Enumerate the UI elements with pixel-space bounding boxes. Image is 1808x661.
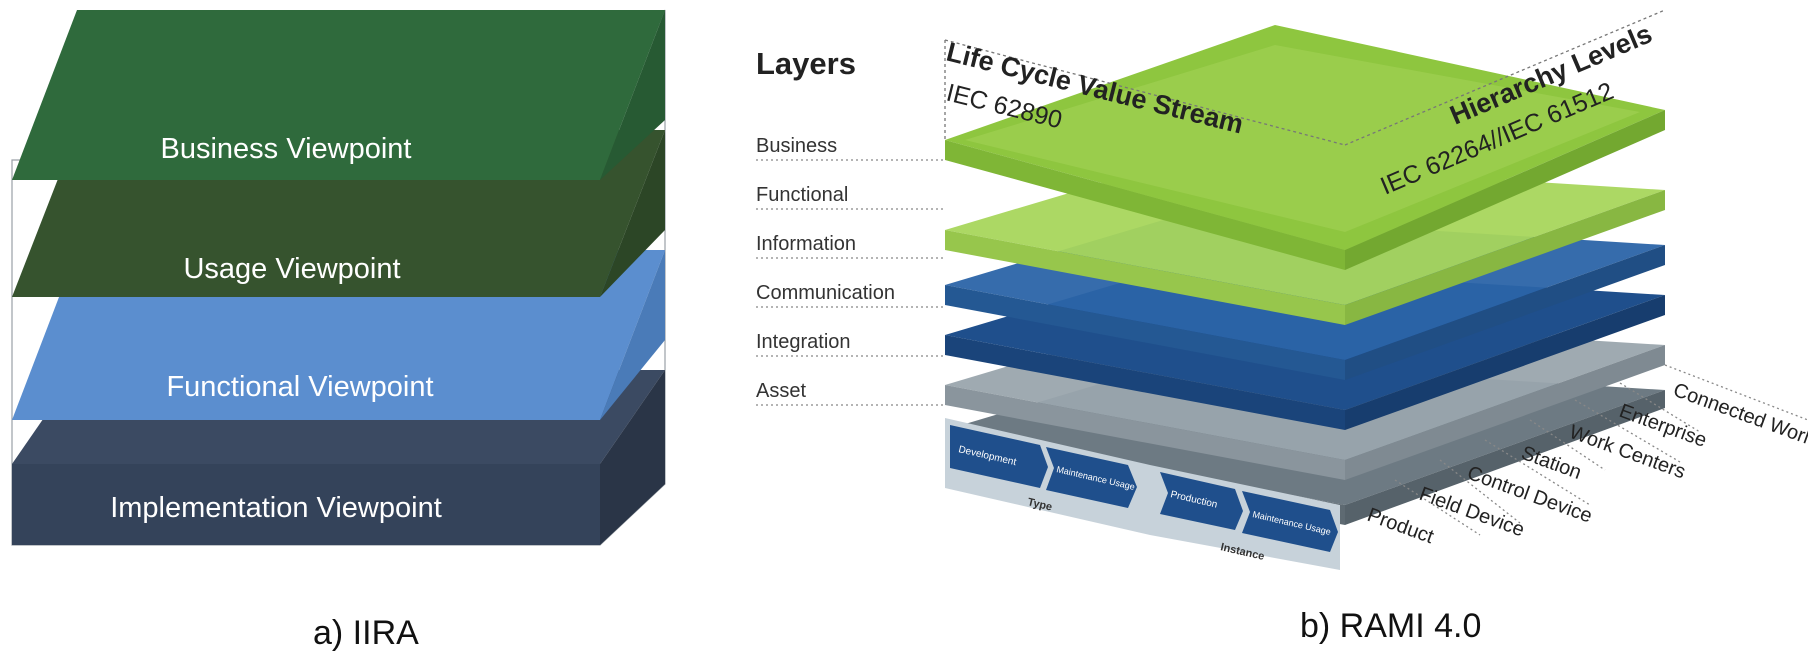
rami-slab-functional-front	[945, 230, 1345, 325]
rami-leader-connected-world	[1664, 364, 1808, 421]
rami-slab-base-right	[1345, 390, 1665, 525]
rami-leader-field-device	[1439, 459, 1521, 524]
rami-leader-station	[1529, 419, 1606, 471]
rami-step-development	[950, 425, 1048, 488]
rami-layer-label-functional: Functional	[756, 184, 848, 206]
rami-slab-functional-right	[1345, 190, 1665, 325]
rami-layer-labels: Business Functional Information Communic…	[756, 135, 895, 402]
rami-step-maintenance-instance	[1242, 491, 1338, 552]
iira-layer-implementation-label: Implementation Viewpoint	[110, 492, 442, 524]
rami-hierarchy-leader-lines	[1394, 364, 1808, 536]
rami-step-maintenance-type	[1046, 447, 1137, 508]
rami-axis-hierarchy	[1344, 9, 1666, 146]
iira-caption: a) IIRA	[313, 614, 419, 652]
rami-slab-communication-front	[945, 335, 1345, 430]
iira-layer-implementation-right	[600, 370, 665, 545]
rami-lifecycle-base: Development Maintenance Usage Production…	[945, 418, 1340, 570]
rami-slab-business-right	[1345, 110, 1665, 270]
rami-layers-title: Layers	[756, 46, 856, 81]
iira-layer-business-right	[600, 10, 665, 180]
iira-layer-usage-right	[600, 130, 665, 297]
rami-step-production	[1160, 472, 1243, 530]
rami-axes	[944, 9, 1666, 146]
rami-slab-communication-right	[1345, 295, 1665, 430]
rami-axis-lifecycle	[944, 39, 1346, 146]
rami-layer-label-integration: Integration	[756, 331, 851, 353]
iira-layer-business-top	[12, 10, 665, 180]
rami-slab-integration-front	[945, 385, 1345, 480]
rami-group-type-label: Type	[1026, 496, 1053, 513]
rami-leader-product	[1394, 479, 1481, 536]
rami-layer-label-asset: Asset	[756, 380, 806, 402]
rami-leader-control-device	[1484, 439, 1591, 506]
iira-layer-functional-right	[600, 250, 665, 420]
iira-layer-business: Business Viewpoint	[12, 10, 665, 180]
iira-layer-functional-label: Functional Viewpoint	[166, 371, 433, 403]
rami-slab-information-front	[945, 285, 1345, 380]
iira-layer-business-label: Business Viewpoint	[161, 133, 412, 165]
rami-slab-information-right	[1345, 245, 1665, 380]
rami-diagram: Layers Business Functional Information C…	[756, 9, 1808, 570]
rami-slab-integration-right	[1345, 345, 1665, 480]
rami-layer-label-communication: Communication	[756, 282, 895, 304]
rami-caption: b) RAMI 4.0	[1300, 607, 1482, 645]
rami-leader-enterprise	[1619, 382, 1701, 433]
iira-stack: Implementation Viewpoint Functional View…	[11, 9, 666, 546]
rami-slab-stack	[945, 25, 1665, 525]
rami-leader-work-centers	[1574, 399, 1681, 463]
iira-layer-implementation-front	[12, 464, 600, 545]
rami-hierarchy-product: Product	[1364, 504, 1437, 548]
rami-layer-leader-lines	[756, 159, 945, 406]
rami-slab-business-front	[945, 140, 1345, 270]
iira-layer-usage-label: Usage Viewpoint	[183, 253, 400, 285]
rami-layer-label-business: Business	[756, 135, 837, 157]
rami-slab-business-highlight	[965, 45, 1640, 232]
rami-layer-label-information: Information	[756, 233, 856, 255]
